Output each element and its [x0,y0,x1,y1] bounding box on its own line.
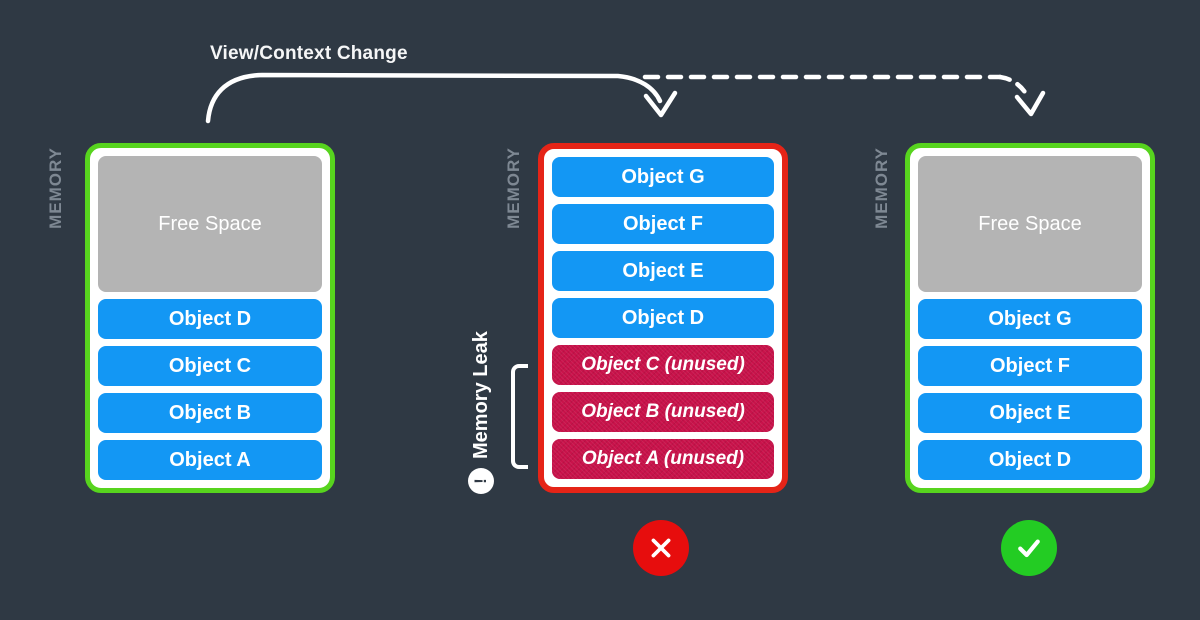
object-box: Object F [552,204,774,244]
object-box: Object A [98,440,322,480]
object-box: Object E [552,251,774,291]
exclamation-icon: ! [468,468,494,494]
view-context-change-arrows [205,72,1046,124]
memory-column-after: Free Space Object G Object F Object E Ob… [905,143,1155,493]
leak-bracket [511,364,528,469]
object-box: Object G [918,299,1142,339]
object-box: Object F [918,346,1142,386]
dashed-curved-arrow-icon [642,74,1046,117]
memory-column-before: Free Space Object D Object C Object B Ob… [85,143,335,493]
free-space-box: Free Space [98,156,322,292]
object-box: Object E [918,393,1142,433]
memory-column-leak: Object G Object F Object E Object D Obje… [538,143,788,493]
object-box: Object D [552,298,774,338]
object-box: Object B [98,393,322,433]
view-context-change-label: View/Context Change [210,43,408,64]
curved-arrow-icon [205,72,678,124]
memory-label-left: MEMORY [46,147,65,229]
fail-status-badge [633,520,689,576]
memory-leak-annotation: ! Memory Leak [467,304,495,494]
object-box: Object C [98,346,322,386]
object-box-unused: Object C (unused) [552,345,774,385]
object-box: Object D [98,299,322,339]
object-box: Object G [552,157,774,197]
check-icon [1018,539,1040,558]
success-status-badge [1001,520,1057,576]
object-box-unused: Object A (unused) [552,439,774,479]
memory-label-middle: MEMORY [504,147,523,229]
memory-label-right: MEMORY [872,147,891,229]
x-icon [651,538,671,558]
object-box-unused: Object B (unused) [552,392,774,432]
memory-leak-label: Memory Leak [469,331,492,459]
object-box: Object D [918,440,1142,480]
free-space-box: Free Space [918,156,1142,292]
